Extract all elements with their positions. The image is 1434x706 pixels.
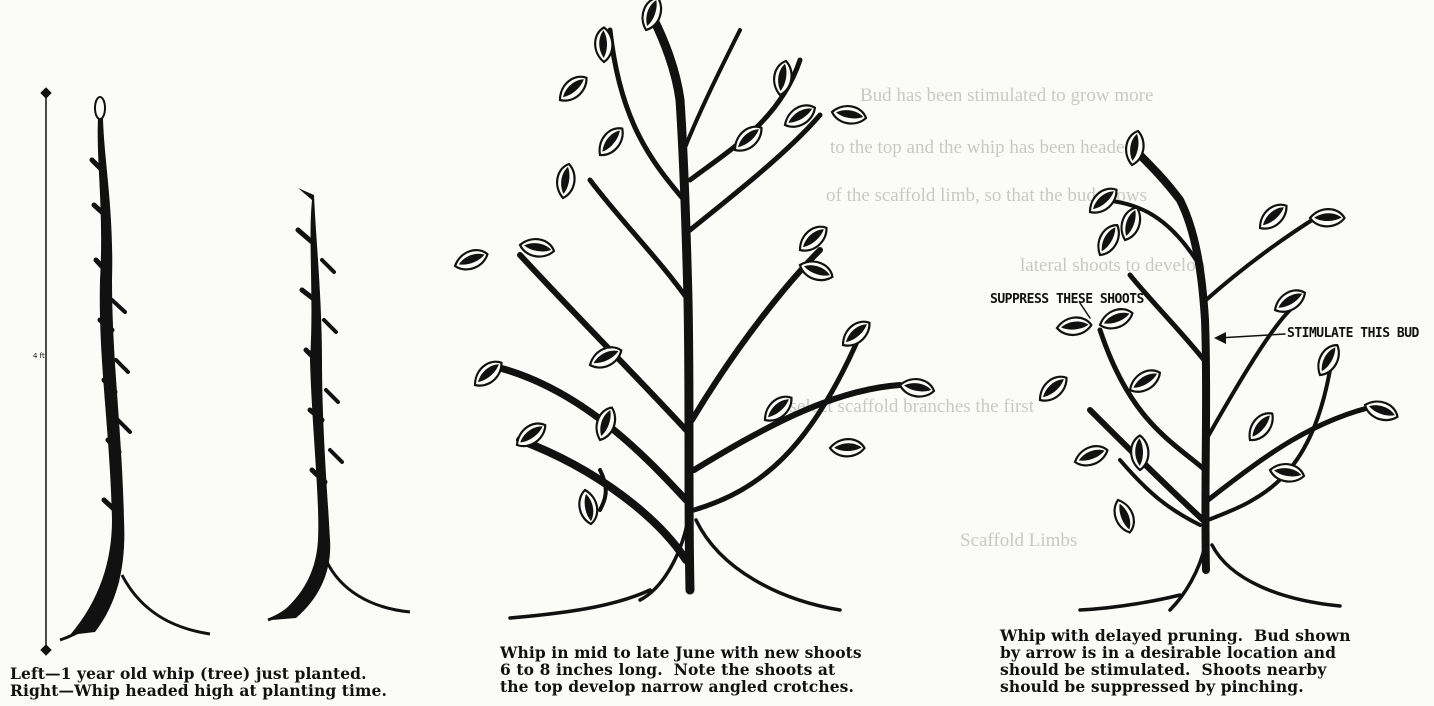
suppress-label: SUPPRESS THESE SHOOTS [990,292,1144,307]
height-measure-line [41,88,51,655]
whip-just-planted [60,97,210,640]
whip-in-june [453,0,936,618]
height-label: 4 ft [33,352,45,360]
whip-delayed-pruning [1034,129,1401,610]
caption-figure-1: Left—1 year old whip (tree) just planted… [10,665,387,699]
stimulate-label: STIMULATE THIS BUD [1287,326,1419,341]
caption-figure-3: Whip with delayed pruning. Bud shown by … [1000,627,1351,695]
caption-figure-2: Whip in mid to late June with new shoots… [500,644,862,695]
whip-headed-high [268,188,410,620]
